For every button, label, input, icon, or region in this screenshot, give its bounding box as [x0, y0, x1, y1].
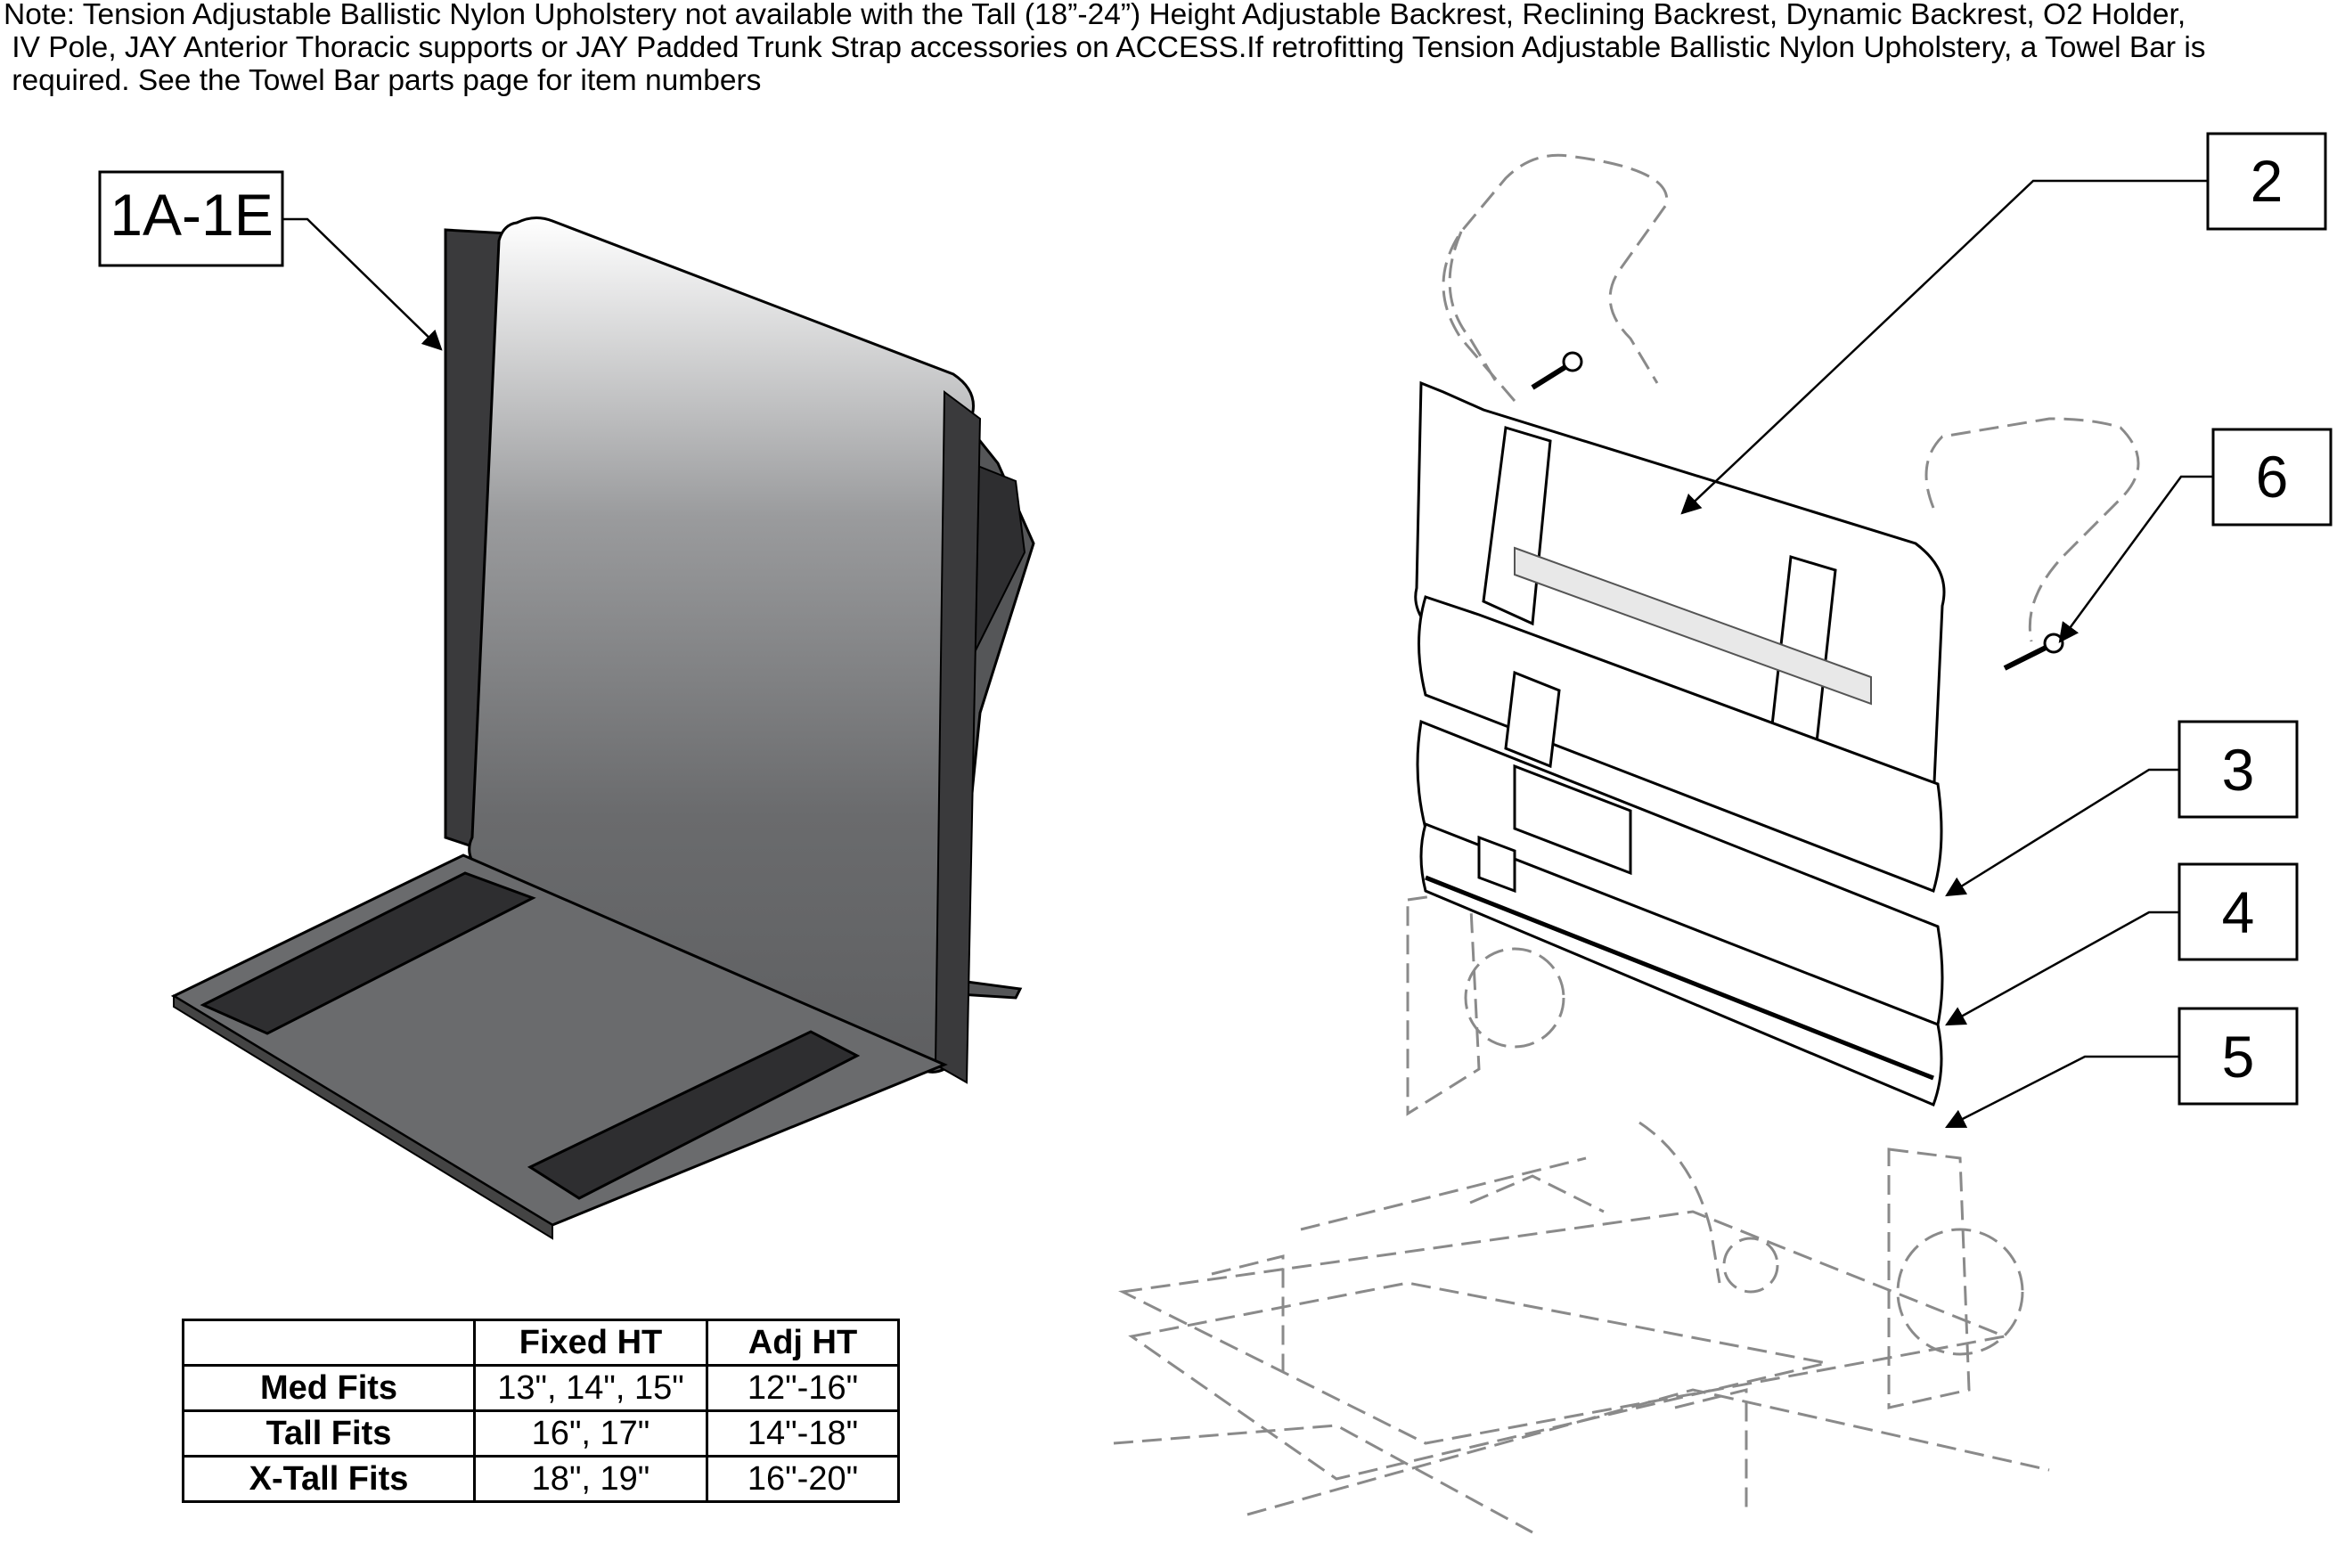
adj-ht-value: 14"-18"	[706, 1409, 900, 1458]
callout-label-6: 6	[2256, 444, 2289, 510]
callout-3	[1945, 720, 2299, 897]
note-line-1: Note: Tension Adjustable Ballistic Nylon…	[4, 0, 2186, 31]
callout-box	[2178, 1007, 2299, 1106]
callout-label-5: 5	[2222, 1024, 2255, 1090]
upholstery-illustration	[170, 216, 1035, 1240]
table-row: Tall Fits 16", 17" 14"-18"	[182, 1409, 900, 1458]
row-label: X-Tall Fits	[182, 1455, 476, 1503]
callout-box	[98, 170, 284, 267]
note-line-3: required. See the Towel Bar parts page f…	[4, 64, 762, 97]
callout-4	[1945, 862, 2299, 1026]
fixed-ht-value: 18", 19"	[473, 1455, 708, 1503]
table-row: Med Fits 13", 14", 15" 12"-16"	[182, 1364, 900, 1412]
callout-box	[2178, 720, 2299, 819]
callout-2	[1680, 132, 2327, 515]
callout-box	[2178, 862, 2299, 961]
callout-label-4: 4	[2222, 879, 2255, 945]
adj-ht-value: 12"-16"	[706, 1364, 900, 1412]
table-header-row: Fixed HT Adj HT	[182, 1319, 900, 1367]
table-header-fixed-ht: Fixed HT	[473, 1319, 708, 1367]
note-text: Note: Tension Adjustable Ballistic Nylon…	[4, 0, 2320, 97]
fit-size-table: Fixed HT Adj HT Med Fits 13", 14", 15" 1…	[182, 1319, 900, 1503]
fixed-ht-value: 16", 17"	[473, 1409, 708, 1458]
fixed-ht-value: 13", 14", 15"	[473, 1364, 708, 1412]
table-header-blank	[182, 1319, 476, 1367]
adj-ht-value: 16"-20"	[706, 1455, 900, 1503]
callout-6	[2058, 428, 2333, 643]
note-line-2: IV Pole, JAY Anterior Thoracic supports …	[4, 31, 2206, 64]
callout-box	[2206, 132, 2327, 231]
callout-5	[1944, 1007, 2299, 1129]
callout-label-2: 2	[2251, 148, 2284, 214]
callout-label-1a-1e: 1A-1E	[110, 182, 273, 248]
callout-label-3: 3	[2222, 737, 2255, 803]
backrest-straps-illustration	[1414, 351, 2064, 1107]
callout-1a-1e	[98, 170, 443, 351]
row-label: Med Fits	[182, 1364, 476, 1412]
table-header-adj-ht: Adj HT	[706, 1319, 900, 1367]
row-label: Tall Fits	[182, 1409, 476, 1458]
table-row: X-Tall Fits 18", 19" 16"-20"	[182, 1455, 900, 1503]
